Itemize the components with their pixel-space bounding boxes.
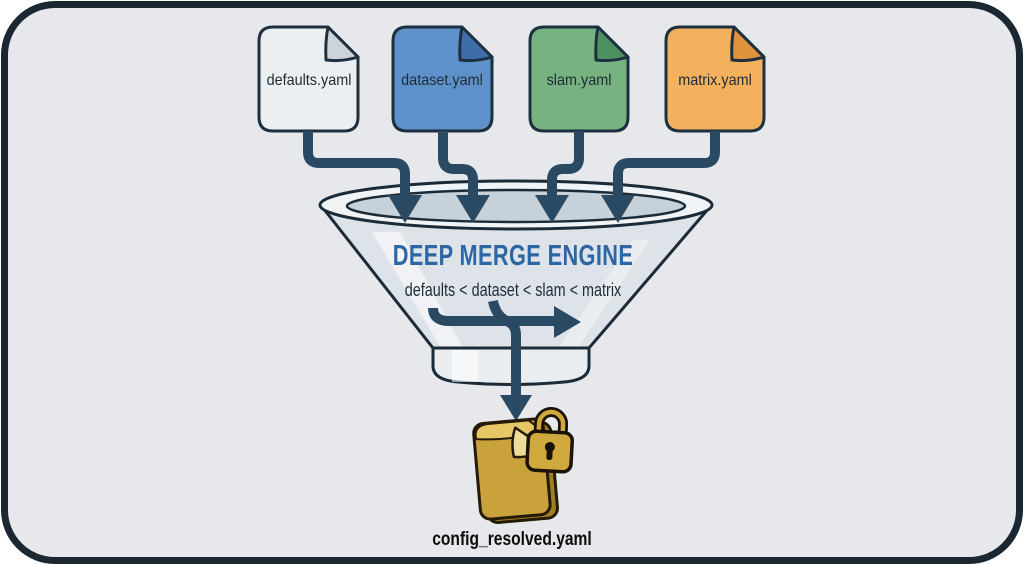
folded-corner-icon [594, 25, 630, 63]
keyhole-icon [544, 441, 555, 452]
lock-icon [525, 407, 574, 474]
file-icon-dataset [391, 25, 494, 133]
arrowhead-down-icon [456, 195, 490, 223]
funnel [318, 179, 714, 386]
merge-branch-main [428, 307, 554, 326]
engine-title: DEEP MERGE ENGINE [392, 240, 634, 272]
input-flow-arrows [303, 131, 720, 197]
funnel-rim-inner [345, 188, 687, 224]
file-icon-defaults [257, 25, 360, 133]
arrowhead-down-icon [500, 395, 532, 421]
arrowhead-down-icon [535, 195, 569, 223]
arrowhead-down-icon [601, 195, 635, 223]
arrow-slam-to-funnel [547, 131, 584, 197]
keyhole-stem [546, 448, 553, 461]
funnel-spout-highlight [452, 350, 478, 382]
file-label-matrix: matrix.yaml [678, 72, 752, 89]
file-icon-slam [528, 25, 630, 133]
folded-corner-icon [730, 25, 766, 63]
file-icon-matrix [664, 25, 766, 133]
file-label-dataset: dataset.yaml [401, 72, 483, 89]
output-file-label: config_resolved.yaml [432, 528, 592, 550]
arrow-defaults-to-funnel [303, 131, 410, 197]
folded-corner-icon [324, 25, 360, 63]
input-arrowheads [388, 195, 635, 223]
file-label-defaults: defaults.yaml [266, 72, 352, 89]
merge-arrow-icon [428, 299, 554, 397]
arrowhead-down-icon [388, 195, 422, 223]
arrow-dataset-to-funnel [438, 131, 478, 197]
funnel-highlight-right [558, 240, 650, 348]
source-file-icons [257, 25, 766, 133]
merge-arrowheads [500, 306, 581, 421]
arrowhead-right-icon [554, 306, 581, 338]
file-label-slam: slam.yaml [546, 72, 612, 89]
folded-corner-icon [458, 25, 494, 63]
merge-priority-text: defaults < dataset < slam < matrix [404, 280, 622, 300]
lock-shackle [536, 409, 566, 436]
arrow-matrix-to-funnel [613, 131, 720, 197]
merge-branch-down [488, 299, 521, 397]
